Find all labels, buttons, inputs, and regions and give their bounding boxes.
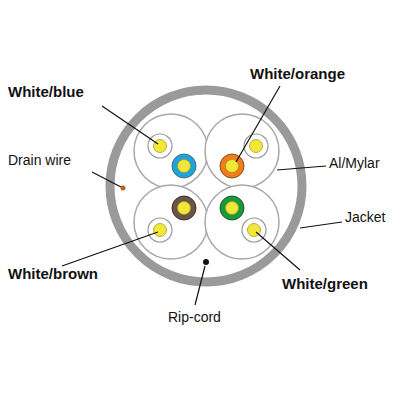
jacket-ring (110, 90, 302, 282)
drain-wire (121, 186, 126, 191)
pair-label: White/blue (8, 84, 84, 101)
rip-cord (203, 259, 209, 265)
pair-label: White/orange (250, 66, 345, 83)
leader-lines (62, 86, 342, 305)
pair-shields (134, 114, 279, 259)
pair-label: White/brown (8, 266, 98, 283)
part-label: Al/Mylar (329, 156, 380, 171)
conductors (148, 134, 268, 242)
part-label: Drain wire (8, 153, 71, 168)
part-label: Rip-cord (168, 310, 221, 325)
pair-label: White/green (282, 276, 368, 293)
part-label: Jacket (345, 210, 385, 225)
